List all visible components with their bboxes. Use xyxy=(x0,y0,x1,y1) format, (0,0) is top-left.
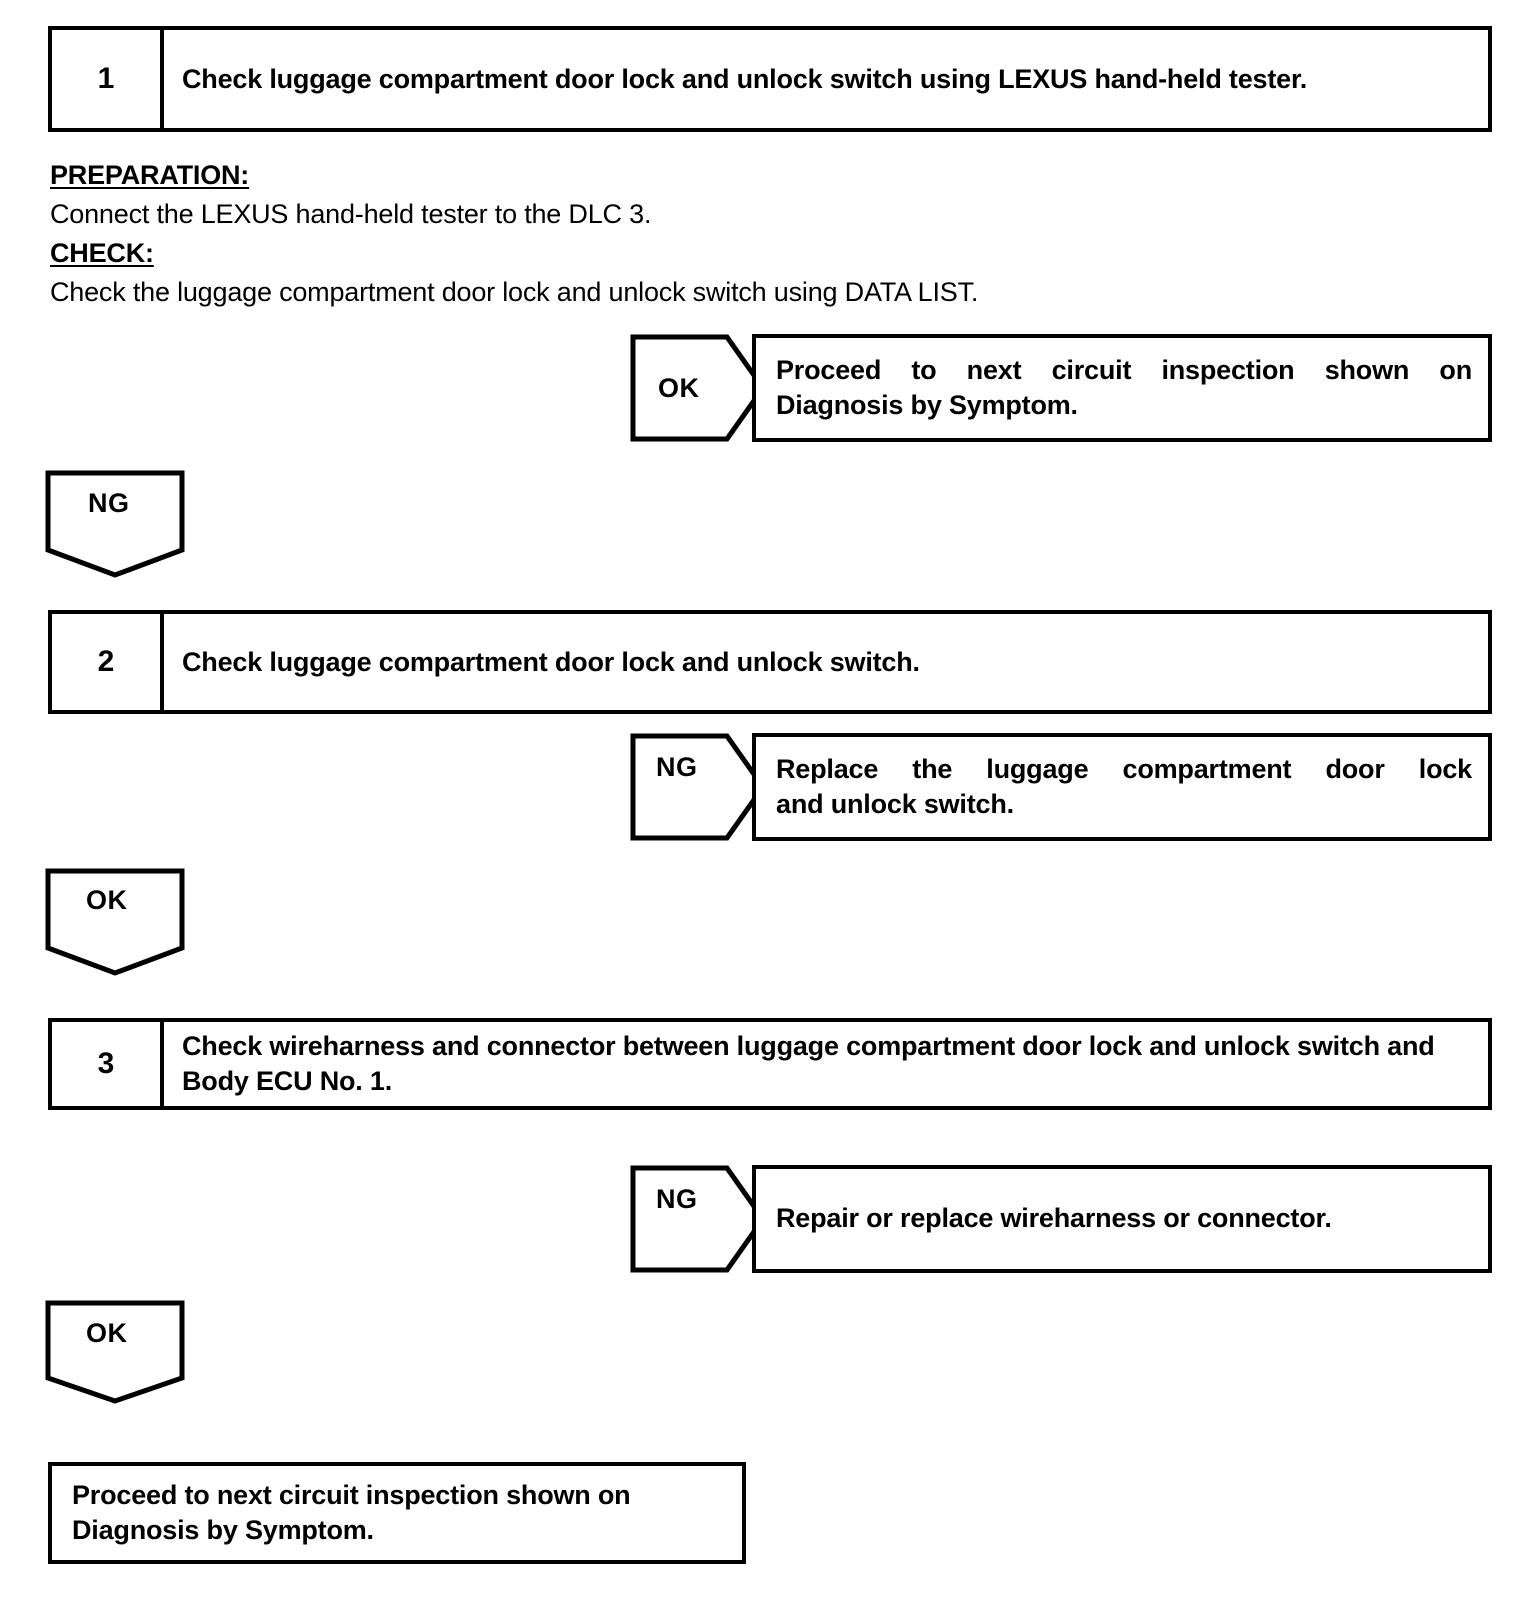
step-1-ok-arrow xyxy=(630,334,767,442)
result-line: Replace the luggage compartment door loc… xyxy=(776,753,1472,784)
step-2-ng-result-box: Replace the luggage compartment door loc… xyxy=(752,733,1492,841)
step-3-number: 3 xyxy=(52,1022,164,1106)
step-3-ng-arrow xyxy=(630,1165,767,1273)
step-1-ok-result-text: Proceed to next circuit inspection shown… xyxy=(776,353,1472,423)
step-1-text: Check luggage compartment door lock and … xyxy=(182,63,1308,94)
arrow-down-icon xyxy=(45,1300,185,1404)
step-2-number: 2 xyxy=(52,614,164,710)
arrow-right-icon xyxy=(630,334,767,442)
step-2-ok-pentagon xyxy=(45,868,185,976)
check-body: Check the luggage compartment door lock … xyxy=(50,277,979,308)
step-3-box: 3 Check wireharness and connector betwee… xyxy=(48,1018,1492,1110)
final-result-box: Proceed to next circuit inspection shown… xyxy=(48,1462,746,1564)
final-line-2: Diagnosis by Symptom. xyxy=(72,1515,374,1545)
check-heading: CHECK: xyxy=(50,238,154,269)
result-line: Diagnosis by Symptom. xyxy=(776,390,1078,420)
step-1-ok-result-box: Proceed to next circuit inspection shown… xyxy=(752,334,1492,442)
step-1-box: 1 Check luggage compartment door lock an… xyxy=(48,26,1492,132)
preparation-body: Connect the LEXUS hand-held tester to th… xyxy=(50,199,652,230)
arrow-down-icon xyxy=(45,868,185,976)
step-3-ok-pentagon xyxy=(45,1300,185,1404)
final-result-text: Proceed to next circuit inspection shown… xyxy=(72,1478,631,1548)
preparation-heading: PREPARATION: xyxy=(50,160,250,190)
result-line: and unlock switch. xyxy=(776,789,1014,819)
step-2-ng-arrow xyxy=(630,733,767,841)
arrow-down-icon xyxy=(45,470,185,578)
step-2-ng-result-text: Replace the luggage compartment door loc… xyxy=(776,752,1472,822)
arrow-right-icon xyxy=(630,733,767,841)
final-line-1: Proceed to next circuit inspection shown… xyxy=(72,1479,631,1510)
step-1-ng-pentagon xyxy=(45,470,185,578)
arrow-right-icon xyxy=(630,1165,767,1273)
preparation-check-notes: PREPARATION: Connect the LEXUS hand-held… xyxy=(50,156,1200,313)
result-line: Proceed to next circuit inspection shown… xyxy=(776,354,1472,385)
step-3-ng-result-box: Repair or replace wireharness or connect… xyxy=(752,1165,1492,1273)
step-3-text: Check wireharness and connector between … xyxy=(182,1031,1435,1096)
step-2-text: Check luggage compartment door lock and … xyxy=(182,646,920,677)
step-3-ng-result-text: Repair or replace wireharness or connect… xyxy=(776,1203,1332,1234)
step-2-box: 2 Check luggage compartment door lock an… xyxy=(48,610,1492,714)
step-1-number: 1 xyxy=(52,30,164,128)
